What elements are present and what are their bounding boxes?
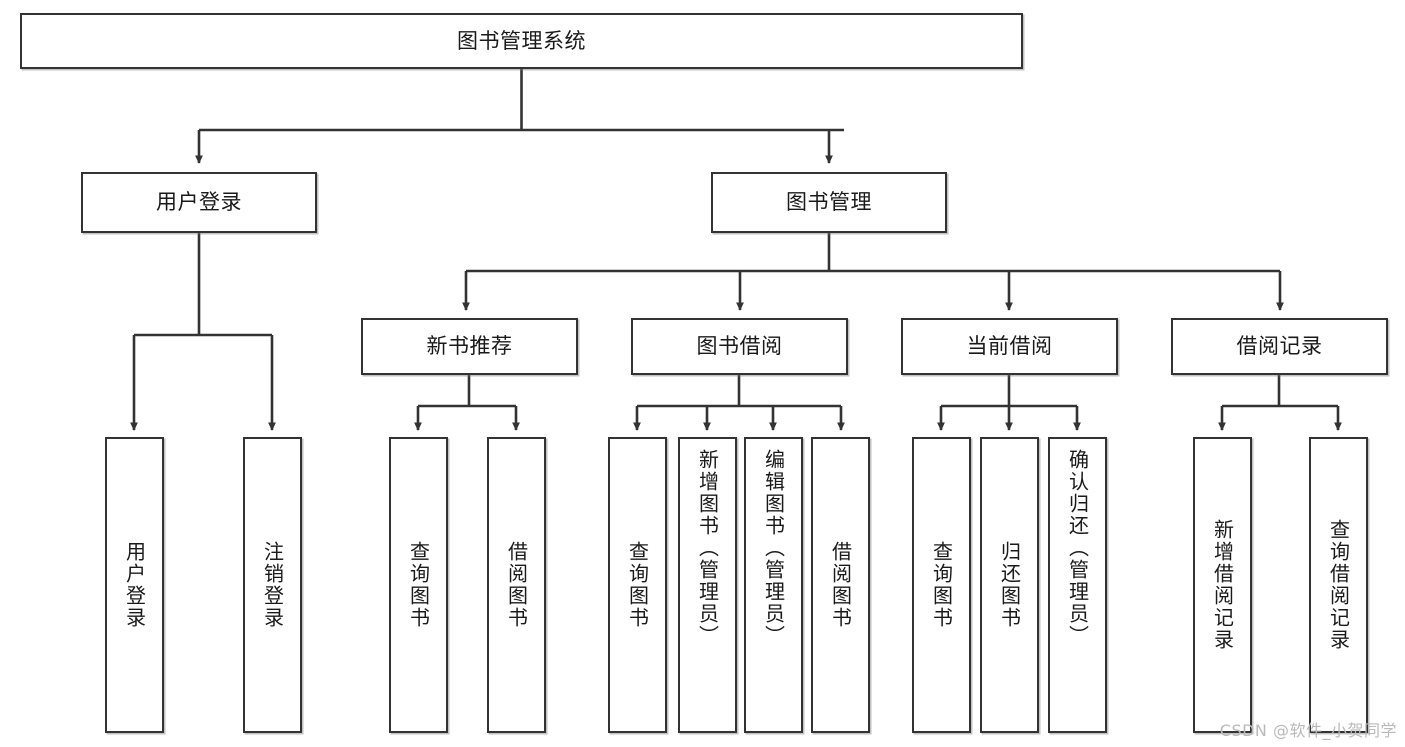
watermark: CSDN @软件_小贺同学 xyxy=(1219,721,1397,740)
node-user-login-label: 用户登录 xyxy=(156,190,242,215)
node-new-book-recommend-label: 新书推荐 xyxy=(426,334,513,359)
leaf-borrow-book-recommend[interactable]: 借阅图书 xyxy=(487,437,546,733)
leaf-query-borrow-record[interactable]: 查询借阅记录 xyxy=(1309,437,1368,733)
leaf-add-book-admin-label: 新增图书（管理员） xyxy=(695,449,720,647)
leaf-user-login[interactable]: 用户登录 xyxy=(105,437,164,733)
node-book-borrow-label: 图书借阅 xyxy=(696,334,783,359)
leaf-borrow-book[interactable]: 借阅图书 xyxy=(811,437,870,733)
leaf-user-login-label: 用户登录 xyxy=(122,541,147,629)
leaf-borrow-book-label: 借阅图书 xyxy=(828,541,853,629)
node-book-management-label: 图书管理 xyxy=(786,190,872,215)
leaf-logout[interactable]: 注销登录 xyxy=(243,437,302,733)
node-borrow-record-label: 借阅记录 xyxy=(1236,334,1323,359)
leaf-edit-book-admin[interactable]: 编辑图书（管理员） xyxy=(744,437,803,733)
leaf-edit-book-admin-label: 编辑图书（管理员） xyxy=(761,449,786,647)
leaf-query-book-recommend[interactable]: 查询图书 xyxy=(389,437,448,733)
leaf-query-book-current-label: 查询图书 xyxy=(929,541,954,629)
leaf-return-book[interactable]: 归还图书 xyxy=(980,437,1039,733)
leaf-logout-label: 注销登录 xyxy=(260,541,285,629)
node-book-management[interactable]: 图书管理 xyxy=(711,172,947,233)
leaf-borrow-book-recommend-label: 借阅图书 xyxy=(504,541,529,629)
node-new-book-recommend[interactable]: 新书推荐 xyxy=(361,318,578,375)
leaf-confirm-return-admin-label: 确认归还（管理员） xyxy=(1065,449,1090,647)
leaf-query-borrow-record-label: 查询借阅记录 xyxy=(1326,519,1351,651)
leaf-add-borrow-record[interactable]: 新增借阅记录 xyxy=(1193,437,1252,733)
leaf-return-book-label: 归还图书 xyxy=(997,541,1022,629)
node-borrow-record[interactable]: 借阅记录 xyxy=(1171,318,1388,375)
node-current-borrow[interactable]: 当前借阅 xyxy=(901,318,1118,375)
leaf-add-borrow-record-label: 新增借阅记录 xyxy=(1210,519,1235,651)
leaf-add-book-admin[interactable]: 新增图书（管理员） xyxy=(678,437,737,733)
node-current-borrow-label: 当前借阅 xyxy=(966,334,1053,359)
leaf-query-book-borrow[interactable]: 查询图书 xyxy=(608,437,667,733)
node-user-login[interactable]: 用户登录 xyxy=(81,172,317,233)
node-book-borrow[interactable]: 图书借阅 xyxy=(631,318,848,375)
node-root-label: 图书管理系统 xyxy=(457,28,586,53)
leaf-query-book-recommend-label: 查询图书 xyxy=(406,541,431,629)
leaf-query-book-borrow-label: 查询图书 xyxy=(625,541,650,629)
leaf-query-book-current[interactable]: 查询图书 xyxy=(912,437,971,733)
node-root[interactable]: 图书管理系统 xyxy=(20,13,1023,69)
leaf-confirm-return-admin[interactable]: 确认归还（管理员） xyxy=(1048,437,1107,733)
